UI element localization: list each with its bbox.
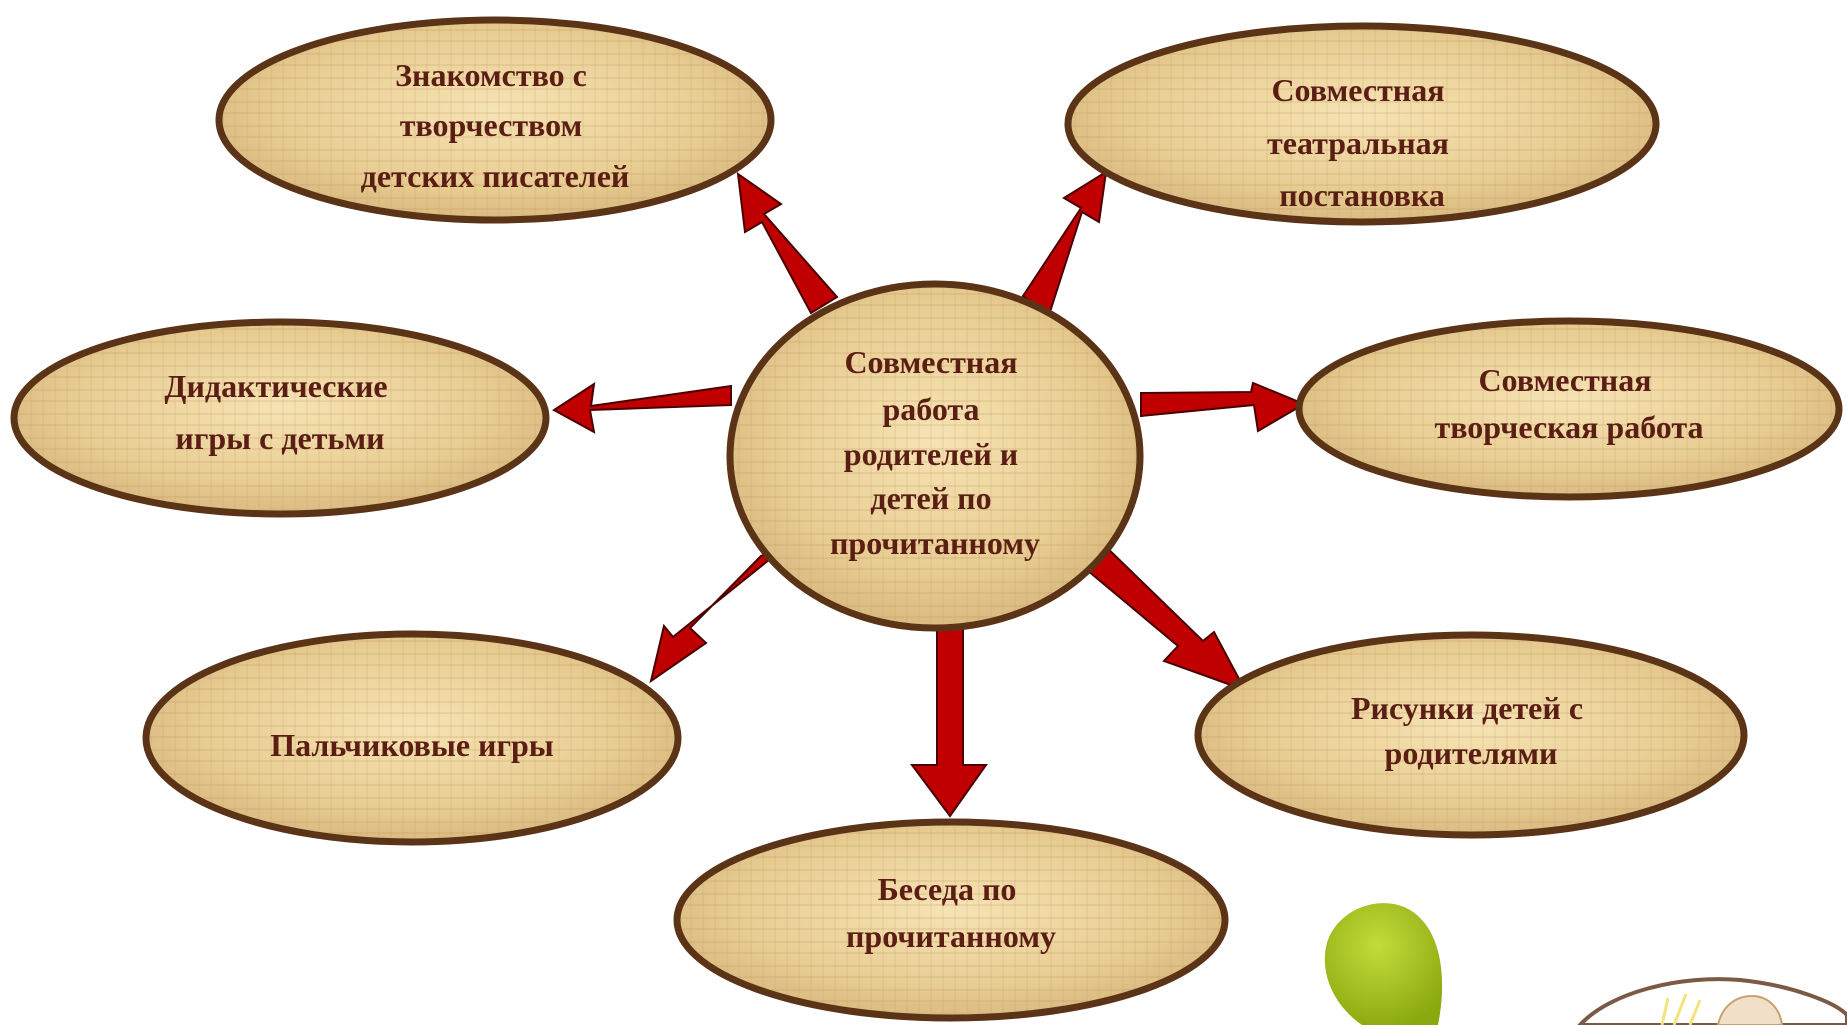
arrows-layer [552,170,1307,818]
node-texture [1072,30,1652,218]
node-texture [18,326,542,510]
arrow-to-top-left [736,171,839,315]
green-balloon-decoration [1324,903,1443,1025]
node-line: игры с детьми [175,420,384,456]
node-top-right: Совместная театральная постановка [1064,22,1660,226]
node-mid-left: Дидактические игры с детьми [10,318,550,518]
node-texture [150,638,674,838]
center-node: Совместная работа родителей и детей по п… [726,280,1144,632]
node-line: Дидактические [164,368,387,404]
decorative-corner [1324,903,1847,1025]
node-bottom-center: Беседа по прочитанному [673,818,1229,1022]
arrow-to-top-right [1021,170,1108,317]
node-text-mid-right: Совместная творческая работа [1435,362,1704,445]
arrow-to-bottom-right [1073,539,1248,692]
node-text-bottom-right: Рисунки детей с родителями [1351,690,1591,771]
node-line: творческая работа [1435,409,1704,445]
node-line: родителями [1385,735,1558,771]
node-texture [681,826,1221,1014]
node-line: Совместная [1271,72,1444,108]
node-top-left: Знакомство с творчеством детских писател… [215,16,775,224]
node-line: творчеством [400,107,583,143]
node-line: детских писателей [361,158,630,194]
node-line: Рисунки детей с [1351,690,1583,726]
arrow-to-bottom-left [649,542,791,684]
node-line: театральная [1267,125,1449,161]
node-texture [223,24,767,216]
center-line: детей по [870,480,991,516]
arrow-to-bottom-center [910,619,988,818]
node-text-top-right: Совместная театральная постановка [1267,72,1457,213]
node-line: Знакомство с [395,57,587,93]
node-line: Совместная [1478,362,1651,398]
node-mid-right: Совместная творческая работа [1295,317,1843,501]
arrow-to-mid-right [1140,381,1307,433]
node-line: прочитанному [846,918,1056,954]
node-line: Беседа по [878,871,1017,907]
node-texture [1202,639,1740,831]
node-text-mid-left: Дидактические игры с детьми [164,368,395,456]
center-node-texture [734,288,1136,624]
node-bottom-right: Рисунки детей с родителями [1194,631,1748,839]
center-line: родителей и [844,436,1018,472]
node-texture [1303,325,1835,493]
node-bottom-left: Пальчиковые игры [142,630,682,846]
corner-circle-decoration [1577,977,1847,1025]
corner-ray-decoration [1660,993,1702,1025]
node-text-bottom-center: Беседа по прочитанному [846,871,1056,954]
corner-sun-decoration [1716,994,1784,1025]
center-line: прочитанному [830,525,1040,561]
center-node-text: Совместная работа родителей и детей по п… [830,344,1040,561]
node-line: Пальчиковые игры [270,727,554,763]
center-line: работа [882,391,979,427]
node-text-bottom-left: Пальчиковые игры [270,727,554,763]
node-line: постановка [1279,177,1445,213]
center-line: Совместная [844,344,1017,380]
node-text-top-left: Знакомство с творчеством детских писател… [361,57,630,194]
arrow-to-mid-left [552,381,732,434]
